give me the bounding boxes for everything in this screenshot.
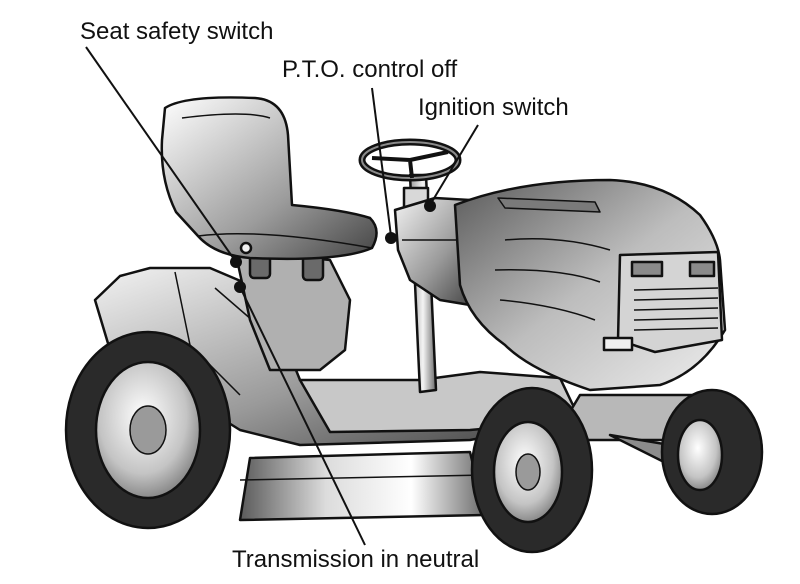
- ignition-marker: [424, 200, 436, 212]
- transmission-leader: [239, 286, 366, 546]
- seat-safety-switch-label: Seat safety switch: [80, 18, 274, 45]
- pto-marker: [385, 232, 397, 244]
- ignition-switch-label: Ignition switch: [418, 94, 569, 121]
- pto-leader: [371, 87, 392, 237]
- front-wheel-left: [470, 386, 594, 554]
- ignition-leader: [429, 124, 479, 206]
- seat-switch-marker-2: [234, 281, 246, 293]
- front-wheel-right: [660, 388, 764, 516]
- transmission-in-neutral-label: Transmission in neutral: [232, 546, 480, 573]
- seat-switch-marker: [230, 256, 242, 268]
- seat-switch-leader: [85, 46, 237, 263]
- rear-wheel: [64, 330, 232, 530]
- mower-deck: [238, 450, 487, 522]
- pto-control-off-label: P.T.O. control off: [282, 56, 458, 83]
